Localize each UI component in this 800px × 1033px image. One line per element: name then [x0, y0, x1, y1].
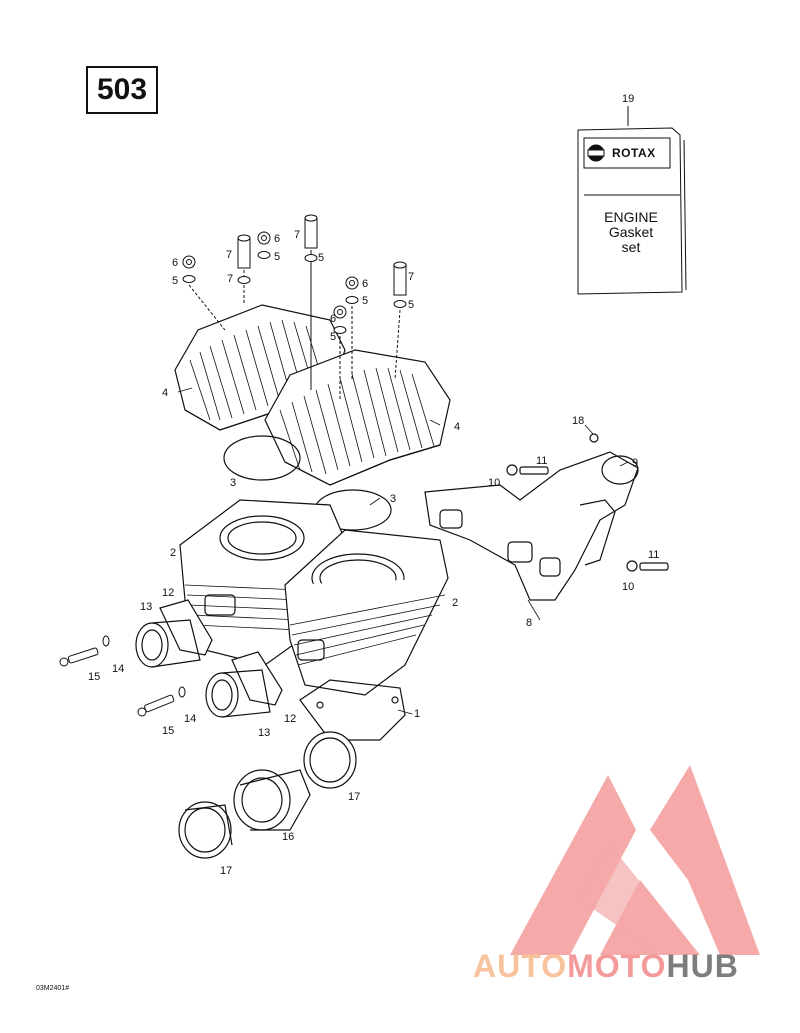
callout-10: 10: [488, 477, 500, 489]
callout-5: 5: [318, 252, 324, 264]
callout-17: 17: [220, 865, 232, 877]
watermark-moto: MOTO: [567, 948, 667, 984]
callout-4: 4: [162, 387, 168, 399]
head-hardware: [182, 214, 407, 400]
gasket-set-line1: ENGINE: [604, 209, 658, 225]
callout-3: 3: [230, 477, 236, 489]
callout-9: 9: [632, 457, 638, 469]
callout-16: 16: [282, 831, 294, 843]
callout-6: 6: [362, 278, 368, 290]
intake-mount-left: [135, 599, 213, 668]
callout-14: 14: [112, 663, 124, 675]
intake-bolts: [59, 635, 186, 717]
watermark-logo-icon: [510, 765, 760, 955]
callout-6: 6: [172, 257, 178, 269]
watermark-hub: HUB: [666, 948, 739, 984]
drawing-code: 03M2401#: [36, 985, 70, 992]
callout-5: 5: [408, 299, 414, 311]
callout-7: 7: [226, 249, 232, 261]
callout-1: 1: [414, 708, 420, 720]
gasket-set-label: ENGINE Gasket set: [584, 210, 678, 255]
callout-labels: 19 7 6 5 6 5 7 5 6 5 7 5 6 5 7 5 4 4 3 3…: [88, 93, 659, 877]
exhaust-manifold: [424, 433, 669, 601]
callout-11: 11: [536, 455, 547, 467]
callout-6: 6: [274, 233, 280, 245]
watermark-brand: AUTOMOTOHUB: [473, 948, 739, 985]
gasket-set-brand: ROTAX: [612, 146, 656, 160]
callout-5: 5: [330, 331, 336, 343]
callout-7: 7: [408, 271, 414, 283]
callout-5: 5: [274, 251, 280, 263]
leader-lines: [177, 387, 629, 715]
callout-5: 5: [172, 275, 178, 287]
callout-10: 10: [622, 581, 634, 593]
callout-3: 3: [390, 493, 396, 505]
callout-15: 15: [162, 725, 174, 737]
callout-12: 12: [284, 713, 296, 725]
gasket-set-line2: Gasket: [608, 224, 654, 240]
callout-14: 14: [184, 713, 196, 725]
callout-12: 12: [162, 587, 174, 599]
callout-13: 13: [140, 601, 152, 613]
callout-13: 13: [258, 727, 270, 739]
callout-6: 6: [330, 313, 336, 325]
watermark-auto: AUTO: [473, 948, 568, 984]
callout-18: 18: [572, 415, 584, 427]
callout-15: 15: [88, 671, 100, 683]
callout-11: 11: [648, 549, 659, 561]
callout-17: 17: [348, 791, 360, 803]
callout-5: 7: [227, 273, 233, 285]
callout-4: 4: [454, 421, 460, 433]
cylinder-right: [284, 529, 449, 696]
model-number-box: 503: [86, 66, 158, 114]
gasket-set-package: [577, 106, 687, 295]
intake-couplers: [178, 731, 357, 859]
callout-2: 2: [452, 597, 458, 609]
callout-5: 5: [362, 295, 368, 307]
intake-mount-right: [205, 651, 283, 718]
gasket-set-line3: set: [621, 239, 641, 255]
callout-7: 7: [294, 229, 300, 241]
callout-2: 2: [170, 547, 176, 559]
cylinder-left: [179, 499, 346, 666]
callout-8: 8: [526, 617, 532, 629]
callout-19: 19: [622, 93, 634, 105]
model-number: 503: [96, 73, 148, 106]
